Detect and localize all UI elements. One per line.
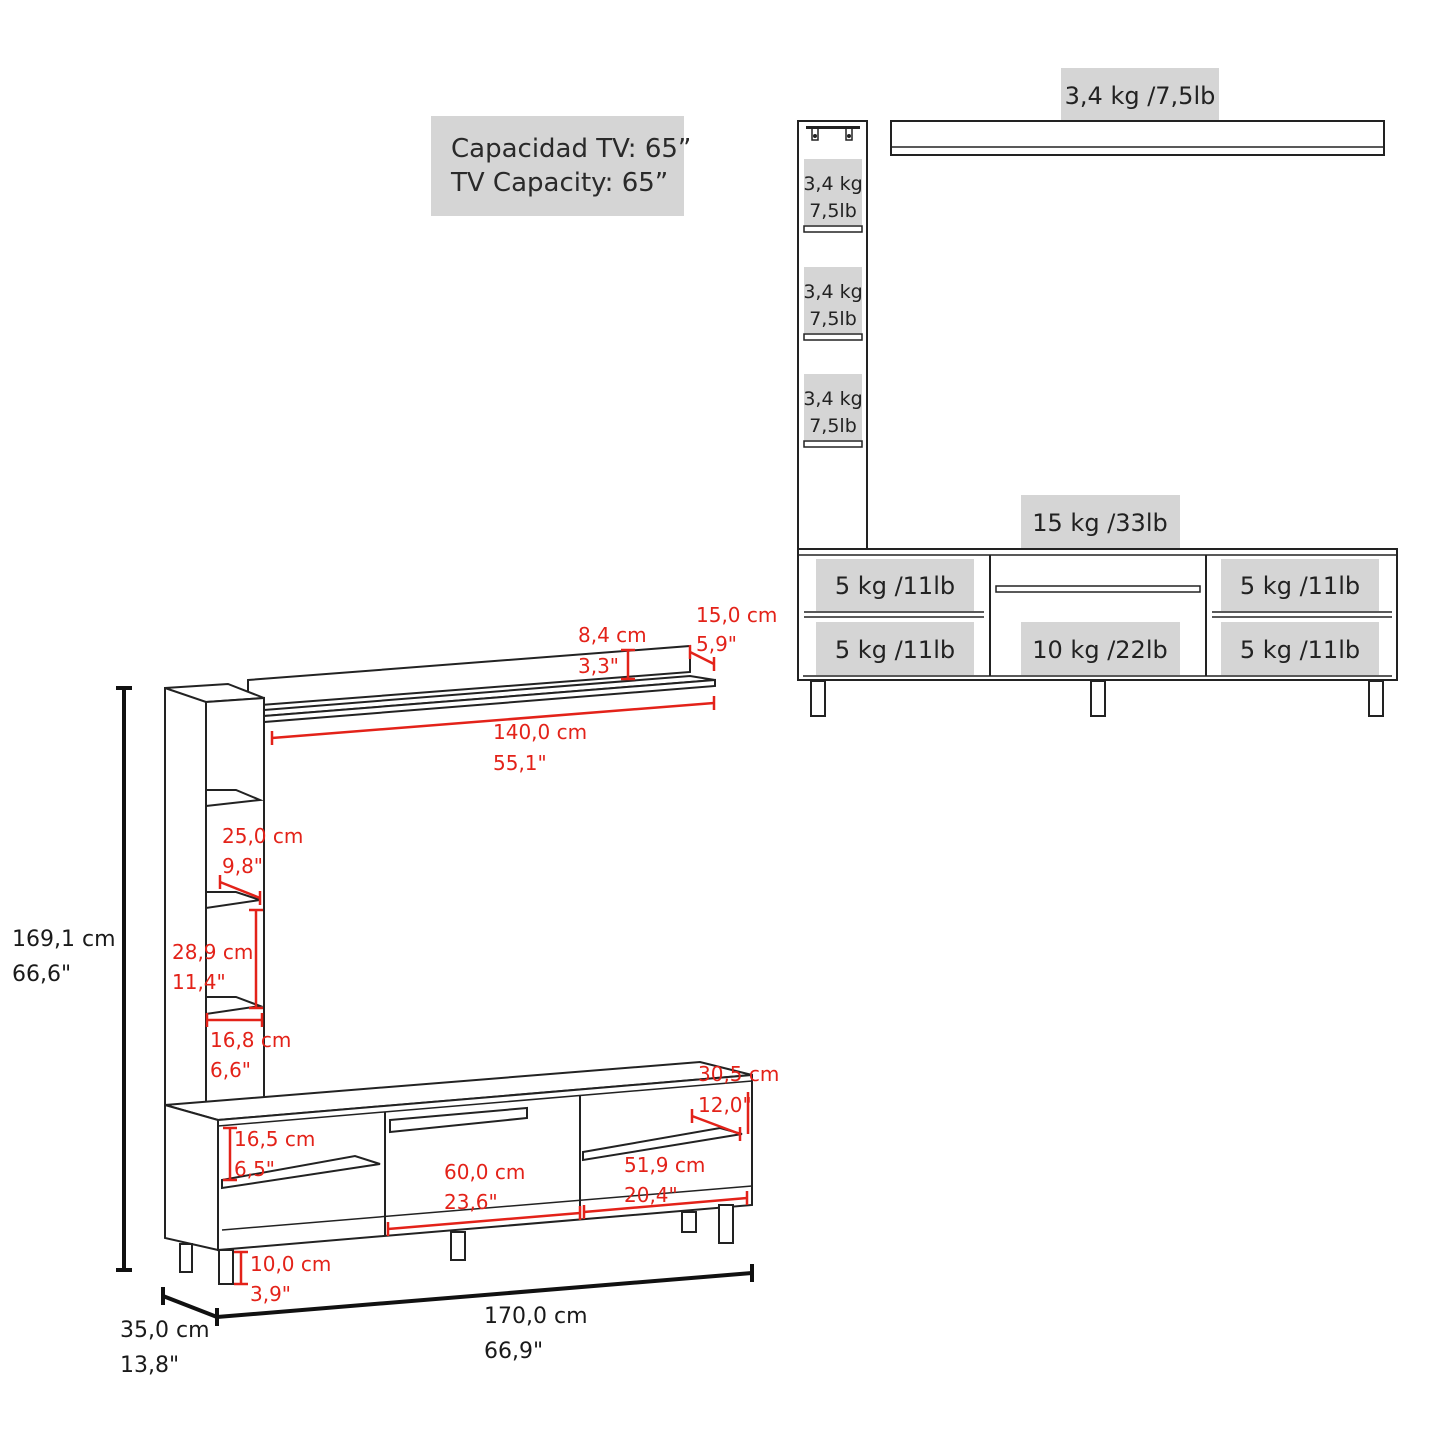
tower-depth-in: 9,8" — [222, 854, 263, 878]
front-leg-center — [1090, 680, 1106, 717]
perspective-view: 169,1 cm 66,6" 35,0 cm 13,8" 170,0 cm 66… — [12, 603, 779, 1378]
left-lower-load: 5 kg /11lb — [835, 636, 955, 664]
right-compartment-in: 20,4" — [624, 1183, 678, 1207]
depth-cm: 35,0 cm — [120, 1318, 210, 1343]
right-compartment-cm: 51,9 cm — [624, 1153, 705, 1177]
tower-load-1-kg: 3,4 kg — [803, 173, 862, 195]
depth-in: 13,8" — [120, 1353, 179, 1378]
right-lower-load: 5 kg /11lb — [1240, 636, 1360, 664]
height-cm: 169,1 cm — [12, 927, 116, 952]
center-lower-load-box — [1021, 622, 1180, 675]
right-compartment-shelf — [582, 1126, 743, 1162]
wall-bracket-icon — [811, 127, 853, 141]
right-upper-load: 5 kg /11lb — [1240, 572, 1360, 600]
leg-back-right — [681, 1211, 697, 1233]
top-shelf-load-box — [1061, 68, 1219, 120]
cabinet-depth-in: 12,0" — [698, 1093, 752, 1117]
leg-height-cm: 10,0 cm — [250, 1252, 331, 1276]
leg-front-left — [218, 1249, 234, 1285]
center-compartment-line — [387, 1211, 581, 1231]
tower-side — [164, 687, 207, 1119]
tower-width-cm: 16,8 cm — [210, 1028, 291, 1052]
tower-width-in: 6,6" — [210, 1058, 251, 1082]
front-leg-right — [1368, 680, 1384, 717]
tower-shelf-1 — [803, 225, 863, 233]
shelf-lip-in: 3,3" — [578, 654, 619, 678]
leg-back-left — [179, 1243, 193, 1273]
right-upper-load-box — [1221, 559, 1379, 611]
tower-gap-in: 11,4" — [172, 970, 226, 994]
tower-load-3-lb: 7,5lb — [809, 415, 857, 437]
center-lower-load: 10 kg /22lb — [1032, 636, 1167, 664]
shelf-length-in: 55,1" — [493, 751, 547, 775]
width-dimension-line — [216, 1271, 753, 1319]
tower-shelf-3 — [803, 440, 863, 448]
leg-center — [450, 1231, 466, 1261]
tower-load-box-3 — [804, 374, 862, 440]
tower-shelf-c — [205, 996, 264, 1016]
tower-load-2-kg: 3,4 kg — [803, 281, 862, 303]
left-upper-load: 5 kg /11lb — [835, 572, 955, 600]
console-top-load: 15 kg /33lb — [1032, 509, 1167, 537]
tower-shelf-2 — [803, 333, 863, 341]
center-compartment-in: 23,6" — [444, 1190, 498, 1214]
shelf-length-cm: 140,0 cm — [493, 720, 587, 744]
tower-gap-cm: 28,9 cm — [172, 940, 253, 964]
console-side — [164, 1103, 219, 1252]
width-in: 66,9" — [484, 1339, 543, 1364]
left-compartment-cm: 16,5 cm — [234, 1127, 315, 1151]
console-top-load-box — [1021, 495, 1180, 548]
tower-load-1-lb: 7,5lb — [809, 200, 857, 222]
shelf-lip-cm: 8,4 cm — [578, 623, 647, 647]
shelf-depth-in: 5,9" — [696, 632, 737, 656]
tv-capacity-background — [431, 116, 684, 216]
left-compartment-in: 6,5" — [234, 1157, 275, 1181]
center-back-panel — [995, 585, 1201, 593]
shelf-depth-line — [689, 650, 715, 666]
height-in: 66,6" — [12, 962, 71, 987]
tower-load-2-lb: 7,5lb — [809, 308, 857, 330]
shelf-depth-cm: 15,0 cm — [696, 603, 777, 627]
center-compartment-cm: 60,0 cm — [444, 1160, 525, 1184]
tower-depth-line — [219, 880, 261, 900]
right-lower-load-box — [1221, 622, 1379, 675]
front-top-shelf — [890, 120, 1385, 156]
leg-front-right — [718, 1204, 734, 1244]
right-compartment-line — [583, 1196, 748, 1214]
tower-depth-cm: 25,0 cm — [222, 824, 303, 848]
tv-capacity-es: Capacidad TV: 65” — [451, 134, 691, 164]
center-back-strip — [389, 1106, 528, 1134]
tv-capacity-en: TV Capacity: 65” — [450, 168, 668, 198]
console-front — [217, 1073, 753, 1252]
tv-capacity-box: Capacidad TV: 65” TV Capacity: 65” — [431, 116, 691, 216]
depth-dimension-line — [162, 1294, 218, 1319]
top-shelf-load: 3,4 kg /7,5lb — [1065, 82, 1216, 110]
tower-load-box-1 — [804, 159, 862, 225]
left-upper-load-box — [816, 559, 974, 611]
leg-height-in: 3,9" — [250, 1282, 291, 1306]
cabinet-depth-cm: 30,5 cm — [698, 1062, 779, 1086]
tower-load-box-2 — [804, 267, 862, 333]
front-leg-left — [810, 680, 826, 717]
width-cm: 170,0 cm — [484, 1304, 588, 1329]
tower-shelf-a — [205, 789, 264, 808]
left-lower-load-box — [816, 622, 974, 675]
tower-load-3-kg: 3,4 kg — [803, 388, 862, 410]
front-view: 3,4 kg /7,5lb 3,4 kg 7,5lb 3,4 kg 7,5lb … — [797, 68, 1398, 717]
cabinet-depth-line — [691, 1114, 741, 1136]
left-compartment-shelf — [221, 1154, 381, 1190]
shelf-length-line — [271, 701, 715, 740]
